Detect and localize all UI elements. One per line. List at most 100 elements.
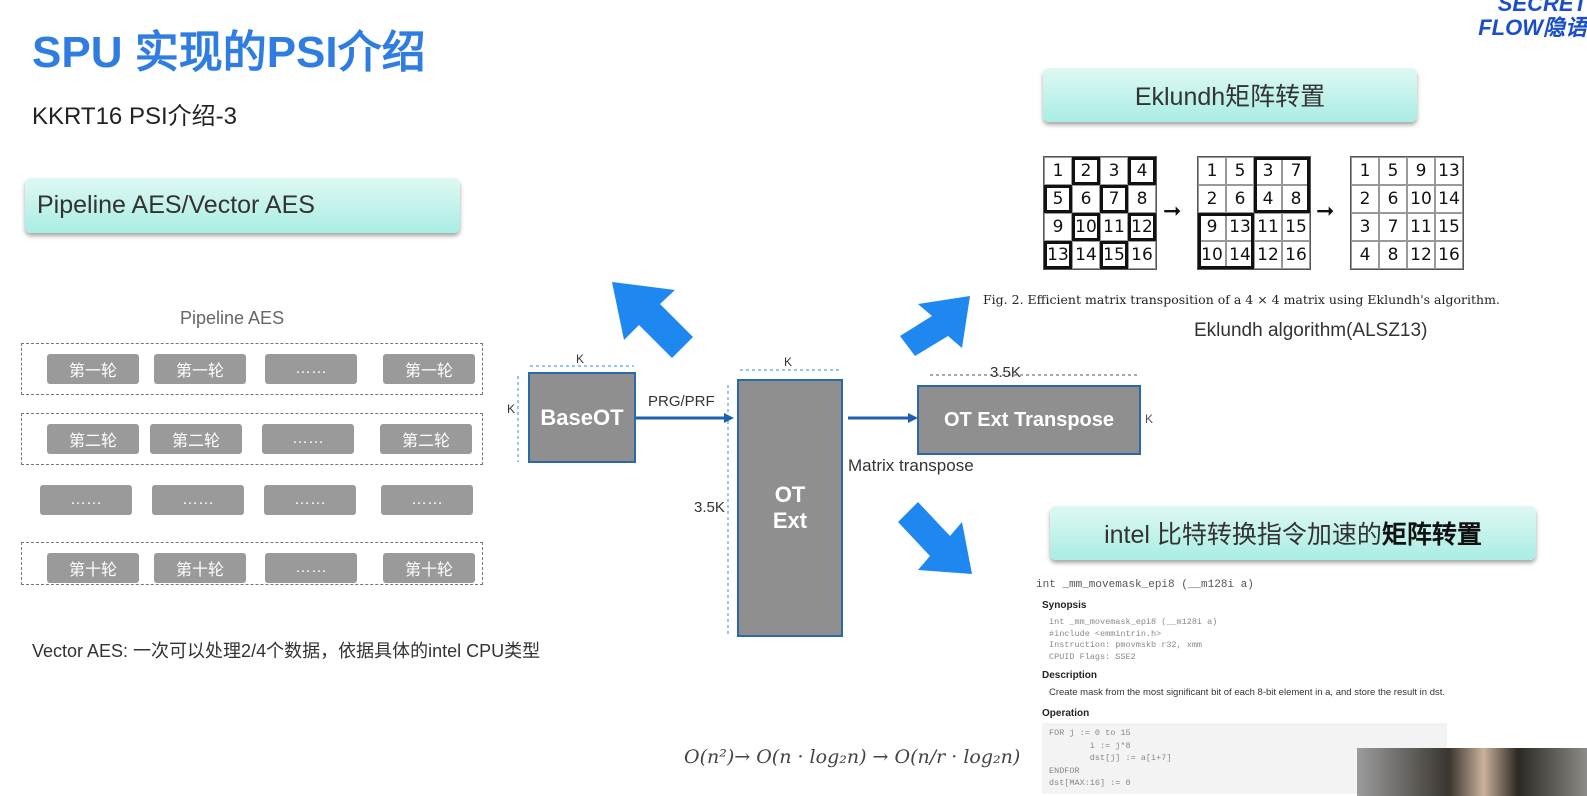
matrix-cell: 9 (1044, 213, 1072, 241)
aes-round-block: 第十轮 (47, 553, 139, 583)
ot-ext-line-2: Ext (772, 508, 808, 533)
transpose-width-label: 3.5K (990, 364, 1021, 381)
prg-prf-label: PRG/PRF (648, 393, 715, 410)
matrix-cell: 13 (1435, 157, 1463, 185)
matrix-cell: 4 (1351, 241, 1379, 269)
intel-banner: intel 比特转换指令加速的矩阵转置 (1050, 506, 1536, 560)
operation-line: ENDFOR (1049, 765, 1080, 776)
operation-line: FOR j := 0 to 15 (1049, 728, 1131, 738)
intel-banner-text: intel 比特转换指令加速的 (1104, 521, 1382, 549)
matrix-cell: 1 (1198, 157, 1226, 185)
matrix-cell: 6 (1072, 185, 1100, 213)
eklundh-banner: Eklundh矩阵转置 (1043, 68, 1417, 122)
intel-banner-emphasis: 矩阵转置 (1381, 521, 1482, 549)
aes-round-block: 第一轮 (383, 354, 475, 384)
baseot-width-label: K (576, 352, 585, 366)
matrix-cell: 13 (1044, 241, 1072, 269)
operation-line: dst[j] := a[i+7] (1049, 753, 1172, 763)
matrix-cell: 2 (1072, 157, 1100, 185)
matrix-cell: 2 (1198, 185, 1226, 213)
pipeline-label: Pipeline AES (180, 308, 285, 328)
matrix-cell: 11 (1407, 213, 1435, 241)
matrix-cell: 5 (1044, 185, 1072, 213)
matrix-transpose-label: Matrix transpose (848, 456, 974, 475)
matrix-cell: 12 (1407, 241, 1435, 269)
transpose-height-label: K (1145, 412, 1154, 426)
matrix-cell: 9 (1407, 157, 1435, 185)
description-text: Create mask from the most significant bi… (1049, 687, 1446, 698)
matrix-cell: 11 (1100, 213, 1128, 241)
synopsis-line: CPUID Flags: SSE2 (1049, 651, 1136, 662)
pipeline-banner: Pipeline AES/Vector AES (25, 178, 460, 233)
figure-caption: Fig. 2. Efficient matrix transposition o… (983, 292, 1500, 307)
baseot-box: BaseOT (528, 372, 636, 463)
intrinsic-signature: int _mm_movemask_epi8 (__m128i a) (1036, 579, 1254, 591)
pipeline-row-frame (21, 343, 483, 395)
ot-ext-width-label: K (784, 355, 793, 369)
aes-round-block: …… (262, 424, 354, 454)
matrix-cell: 15 (1435, 213, 1463, 241)
slide-subtitle: KKRT16 PSI介绍-3 (32, 103, 237, 130)
matrix-cell: 7 (1100, 185, 1128, 213)
complexity-formula: O(n²)→ O(n · log₂n) → O(n/r · log₂n) (684, 746, 1021, 768)
aes-round-block: 第二轮 (380, 424, 472, 454)
synopsis-line: #include <emmintrin.h> (1049, 628, 1162, 639)
matrix-cell: 16 (1435, 241, 1463, 269)
arrow-right-icon: ➞ (1163, 198, 1182, 223)
aes-round-block: 第二轮 (150, 424, 242, 454)
eklundh-reference: Eklundh algorithm(ALSZ13) (1194, 320, 1428, 341)
matrix-cell: 3 (1351, 213, 1379, 241)
synopsis-heading: Synopsis (1042, 600, 1087, 611)
matrix-cell: 12 (1254, 241, 1282, 269)
aes-round-block: 第十轮 (154, 553, 246, 583)
matrix-cell: 1 (1351, 157, 1379, 185)
baseot-height-label: K (507, 402, 516, 416)
block-highlight (1254, 157, 1310, 213)
pipeline-row-frame (21, 413, 483, 465)
aes-round-block: …… (381, 485, 473, 515)
arrow-up-left-icon (612, 282, 693, 358)
slide-title: SPU 实现的PSI介绍 (32, 28, 426, 77)
aes-round-block: 第一轮 (154, 354, 246, 384)
arrow-up-right-icon (900, 296, 970, 356)
arrow-down-right-icon (898, 502, 972, 574)
aes-round-block: …… (152, 485, 244, 515)
ot-ext-height-label: 3.5K (694, 499, 725, 516)
synopsis-line: int _mm_movemask_epi8 (__m128i a) (1049, 617, 1218, 627)
pipeline-row-frame (21, 542, 483, 585)
matrix-cell: 6 (1226, 185, 1254, 213)
matrix-cell: 15 (1282, 213, 1310, 241)
matrix-cell: 16 (1128, 241, 1156, 269)
matrix-cell: 4 (1128, 157, 1156, 185)
logo-line-2: FLOW隐语 (1478, 15, 1587, 40)
matrix-cell: 16 (1282, 241, 1310, 269)
matrix-cell: 5 (1379, 157, 1407, 185)
matrix-cell: 15 (1100, 241, 1128, 269)
operation-line: dst[MAX:16] := 0 (1049, 778, 1131, 788)
synopsis-line: Instruction: pmovmskb r32, xmm (1049, 640, 1203, 650)
block-highlight (1198, 213, 1254, 269)
synopsis-block: int _mm_movemask_epi8 (__m128i a)#includ… (1049, 617, 1456, 663)
matrix-cell: 6 (1379, 185, 1407, 213)
operation-heading: Operation (1042, 708, 1090, 719)
aes-round-block: …… (265, 354, 357, 384)
matrix-cell: 5 (1226, 157, 1254, 185)
matrix-cell: 1 (1044, 157, 1072, 185)
description-heading: Description (1042, 670, 1098, 681)
aes-round-block: 第十轮 (383, 553, 475, 583)
matrix-cell: 12 (1128, 213, 1156, 241)
aes-round-block: …… (40, 485, 132, 515)
matrix-cell: 14 (1072, 241, 1100, 269)
aes-round-block: 第二轮 (47, 424, 139, 454)
ot-ext-line-1: OT (774, 482, 806, 507)
logo-line-1: SECRET (1497, 0, 1587, 16)
matrix-cell: 10 (1072, 213, 1100, 241)
matrix-cell: 7 (1379, 213, 1407, 241)
matrix-cell: 14 (1435, 185, 1463, 213)
